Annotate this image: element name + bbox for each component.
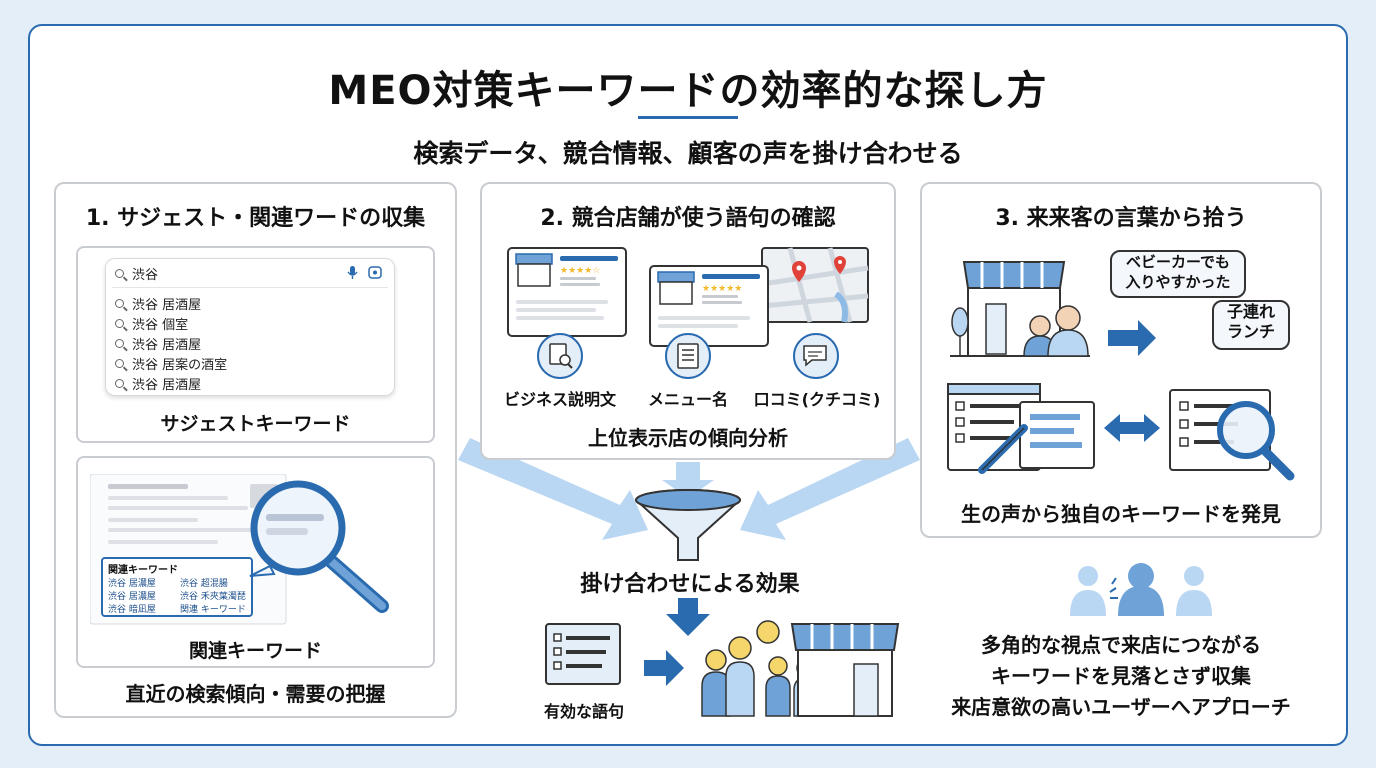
competitor-listings: ★★★★☆ ★★★★★ xyxy=(507,247,869,379)
panel2-footer: 上位表示店の傾向分析 xyxy=(588,426,788,450)
rating-stars: ★★★★☆ xyxy=(560,266,600,276)
related-item: 渋谷 暗凪屋 xyxy=(108,605,156,615)
map-thumbnail xyxy=(761,247,869,323)
team-collaboration-icon xyxy=(1070,563,1212,616)
arrow-right-icon xyxy=(644,650,684,686)
flow-arrow-left xyxy=(458,438,648,540)
map-pin-icon xyxy=(792,261,806,282)
search-query: 渋谷 xyxy=(132,268,159,283)
search-tools xyxy=(347,266,382,279)
customers-icon xyxy=(1023,305,1089,357)
bubble-line: 入りやすかった xyxy=(1125,273,1231,291)
search-icon xyxy=(115,319,124,328)
arrow-down-icon xyxy=(666,598,710,636)
suggestion-text: 渋谷 居酒屋 xyxy=(132,378,202,393)
suggestion-text: 渋谷 居酒屋 xyxy=(132,298,202,313)
business-card-2: ★★★★★ xyxy=(649,265,769,347)
search-icon xyxy=(115,299,124,308)
result-line: キーワードを見落とさず収集 xyxy=(991,664,1251,688)
related-item: 渋谷 禾夾葉濁琵 xyxy=(180,592,246,602)
arrow-right-icon xyxy=(1108,320,1156,356)
page-subtitle: 検索データ、競合情報、顧客の声を掛け合わせる xyxy=(413,139,963,168)
label-reviews: 口コミ(クチコミ) xyxy=(753,390,881,409)
effective-terms-document-icon xyxy=(545,623,621,685)
effect-label: 掛け合わせによる効果 xyxy=(580,572,800,597)
suggestion-item[interactable]: 渋谷 居酒屋 xyxy=(115,374,201,393)
search-icon xyxy=(115,359,124,368)
suggestion-text: 渋谷 個室 xyxy=(132,318,189,333)
bubble-line: ランチ xyxy=(1226,322,1275,341)
result-line: 来店意欲の高いユーザーへアプローチ xyxy=(951,695,1291,719)
microphone-icon[interactable] xyxy=(347,266,358,279)
panel1-footer: 直近の検索傾向・需要の把握 xyxy=(125,682,386,706)
flow-arrow-right xyxy=(740,438,920,540)
related-box-title: 関連キーワード xyxy=(108,565,178,576)
result-line: 多角的な視点で来店につながる xyxy=(981,633,1261,657)
visitors-illustration xyxy=(545,620,900,717)
search-icon xyxy=(115,379,124,388)
speech-bubble-kids-lunch: 子連れ ランチ xyxy=(1212,300,1290,350)
document-search-icon xyxy=(537,333,583,379)
search-icon xyxy=(115,339,124,348)
funnel-icon xyxy=(635,489,741,561)
double-arrow-icon xyxy=(1104,414,1160,442)
suggestion-item[interactable]: 渋谷 居酒屋 xyxy=(115,294,201,313)
checklist-document-icon xyxy=(947,383,1095,474)
search-field[interactable]: 渋谷 xyxy=(115,264,158,283)
suggestion-item[interactable]: 渋谷 居酒屋 xyxy=(115,334,201,353)
related-keyword-box xyxy=(101,557,253,617)
panel2-title: 2. 競合店舗が使う語句の確認 xyxy=(540,206,836,231)
panel3-footer: 生の声から独自のキーワードを発見 xyxy=(961,502,1281,526)
list-search-icon xyxy=(1169,389,1295,481)
suggestion-text: 渋谷 居酒屋 xyxy=(132,338,202,353)
related-item: 渋谷 居濃屋 xyxy=(108,579,156,589)
flow-arrow-center xyxy=(662,462,714,498)
search-divider xyxy=(112,287,388,288)
related-keyword-label: 関連キーワード xyxy=(188,640,322,662)
search-suggest-box xyxy=(105,258,395,396)
business-card-1: ★★★★☆ xyxy=(507,247,627,337)
label-business-description: ビジネス説明文 xyxy=(503,390,616,409)
happy-customers-icon xyxy=(701,620,819,717)
speech-bubble-stroller: ベビーカーでも 入りやすかった xyxy=(1110,250,1246,298)
title-underline xyxy=(638,116,738,119)
related-item: 関連 キーワード xyxy=(180,605,246,615)
store-icon xyxy=(790,623,900,717)
rating-stars: ★★★★★ xyxy=(702,284,742,294)
suggestion-item[interactable]: 渋谷 居案の酒室 xyxy=(115,354,227,373)
camera-search-icon[interactable] xyxy=(368,266,382,279)
panel-customer-voice xyxy=(920,182,1322,538)
magnifier-icon xyxy=(249,480,389,613)
customer-voice-illustration xyxy=(947,261,1295,481)
suggest-keyword-label: サジェストキーワード xyxy=(160,413,351,435)
menu-list-icon xyxy=(665,333,711,379)
label-menu-name: メニュー名 xyxy=(647,390,728,409)
panel1-title: 1. サジェスト・関連ワードの収集 xyxy=(85,206,426,231)
related-item: 渋谷 超混腸 xyxy=(180,579,228,589)
bubble-line: 子連れ xyxy=(1226,302,1275,321)
related-item: 渋谷 居濃屋 xyxy=(108,592,156,602)
map-pin-icon xyxy=(834,256,846,274)
bubble-line: ベビーカーでも xyxy=(1125,253,1231,271)
panel3-title: 3. 来来客の言葉から拾う xyxy=(995,206,1247,231)
page-title: MEO対策キーワードの効率的な探し方 xyxy=(328,68,1048,114)
suggestion-text: 渋谷 居案の酒室 xyxy=(132,358,228,373)
suggestion-item[interactable]: 渋谷 個室 xyxy=(115,314,188,333)
review-bubble-icon xyxy=(793,333,839,379)
effective-terms-label: 有効な語句 xyxy=(543,702,624,721)
search-icon xyxy=(115,269,124,278)
result-summary: 多角的な視点で来店につながる キーワードを見落とさず収集 来店意欲の高いユーザー… xyxy=(920,630,1322,723)
